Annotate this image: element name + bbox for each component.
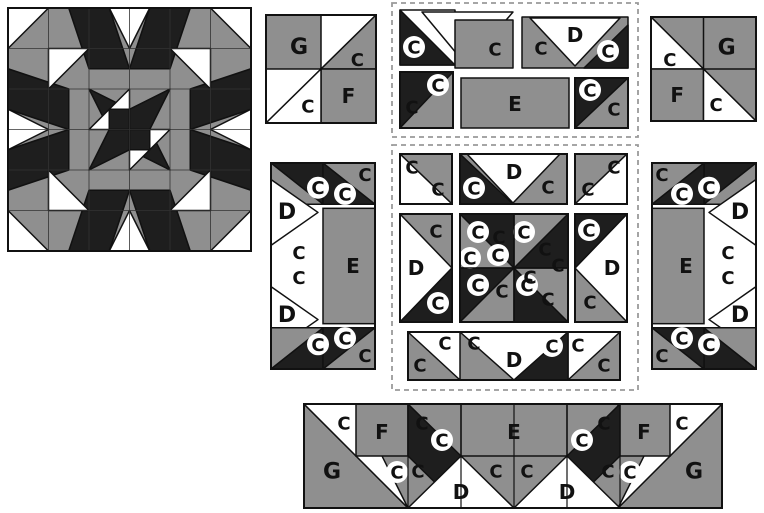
piece-label-c: C [581,180,594,201]
piece-label-c: C [601,462,614,483]
piece-label-e: E [679,254,693,278]
piece-label-f: F [670,83,684,107]
piece-label-e: E [508,92,522,116]
piece-label-c: C [534,39,547,60]
piece-label-d: D [604,256,621,280]
piece-label-c: C [623,463,636,484]
piece-label-c: C [655,346,668,367]
piece-label-c: C [467,179,480,200]
piece-label-d: D [278,303,296,328]
piece-label-c: C [709,95,722,116]
side-unit-left: ECCCDDCCCCC [271,163,375,369]
piece-label-c: C [429,222,442,243]
piece-label-c: C [292,268,305,289]
piece-label-f: F [375,420,389,444]
piece-label-c: C [405,98,418,119]
piece-label-c: C [702,335,715,356]
piece-label-c: C [702,178,715,199]
piece-label-d: D [278,200,296,225]
piece-label-c: C [655,165,668,186]
piece-label-d: D [506,348,523,372]
piece-label-c: C [467,334,480,355]
piece-label-c: C [431,294,444,315]
piece-label-c: C [491,246,504,267]
piece-label-c: C [411,462,424,483]
piece-label-c: C [675,414,688,435]
piece-label-c: C [607,158,620,179]
piece-label-c: C [583,81,596,102]
piece-label-c: C [675,184,688,205]
piece-label-c: C [571,336,584,357]
finished-block-image [8,8,251,251]
piece-label-c: C [545,337,558,358]
piece-label-c: C [431,76,444,97]
piece-label-d: D [731,200,749,225]
piece-label-g: G [290,35,308,60]
piece-label-c: C [301,96,314,117]
piece-label-c: C [663,50,676,71]
piece-label-c: C [721,243,734,264]
center-unit: CCCDCCCCDCCDCCCCCCCCCCCCCCCCDCCC [392,145,638,390]
piece-label-c: C [337,414,350,435]
piece-label-c: C [597,414,610,435]
piece-label-c: C [675,329,688,350]
piece-label-c: C [438,334,451,355]
piece-label-c: C [488,40,501,61]
piece-label-c: C [601,42,614,63]
piece-label-c: C [538,240,551,261]
piece-label-d: D [506,160,523,184]
piece-label-c: C [358,165,371,186]
piece-label-c: C [721,268,734,289]
piece-label-c: C [407,38,420,59]
piece-label-c: C [495,282,508,303]
piece-label-f: F [342,84,356,108]
bottom-strip-unit: GCFGCFECCCCCCDDCCCC [304,404,722,508]
piece-label-c: C [292,243,305,264]
piece-label-c: C [413,356,426,377]
piece-label-c: C [520,462,533,483]
piece-label-f: F [637,420,651,444]
piece-label-e: E [346,254,360,278]
piece-label-c: C [471,276,484,297]
piece-label-d: D [731,303,749,328]
piece-label-c: C [415,414,428,435]
piece-label-c: C [338,184,351,205]
piece-label-c: C [541,290,554,311]
piece-label-c: C [311,178,324,199]
piece-label-c: C [607,100,620,121]
piece-label-c: C [338,329,351,350]
triangle-patch [455,20,513,68]
piece-label-g: G [323,460,341,485]
piece-label-d: D [567,23,584,47]
piece-label-c: C [517,223,530,244]
piece-label-c: C [431,180,444,201]
top-center-unit: CDCDCCCCECC [392,3,638,137]
piece-label-c: C [582,221,595,242]
rectangle-patch [652,208,704,323]
piece-label-c: C [405,158,418,179]
piece-label-c: C [311,335,324,356]
piece-label-c: C [463,249,476,270]
piece-label-c: C [351,50,364,71]
piece-label-c: C [471,223,484,244]
piece-label-c: C [575,431,588,452]
piece-label-g: G [718,36,736,61]
piece-label-c: C [489,462,502,483]
piece-label-c: C [358,346,371,367]
piece-label-c: C [597,356,610,377]
piece-label-d: D [408,256,425,280]
piece-label-c: C [390,463,403,484]
piece-label-c: C [583,293,596,314]
piece-label-c: C [523,268,536,289]
piece-label-c: C [551,256,564,277]
piece-label-g: G [685,460,703,485]
piece-label-c: C [541,178,554,199]
piece-label-c: C [435,431,448,452]
